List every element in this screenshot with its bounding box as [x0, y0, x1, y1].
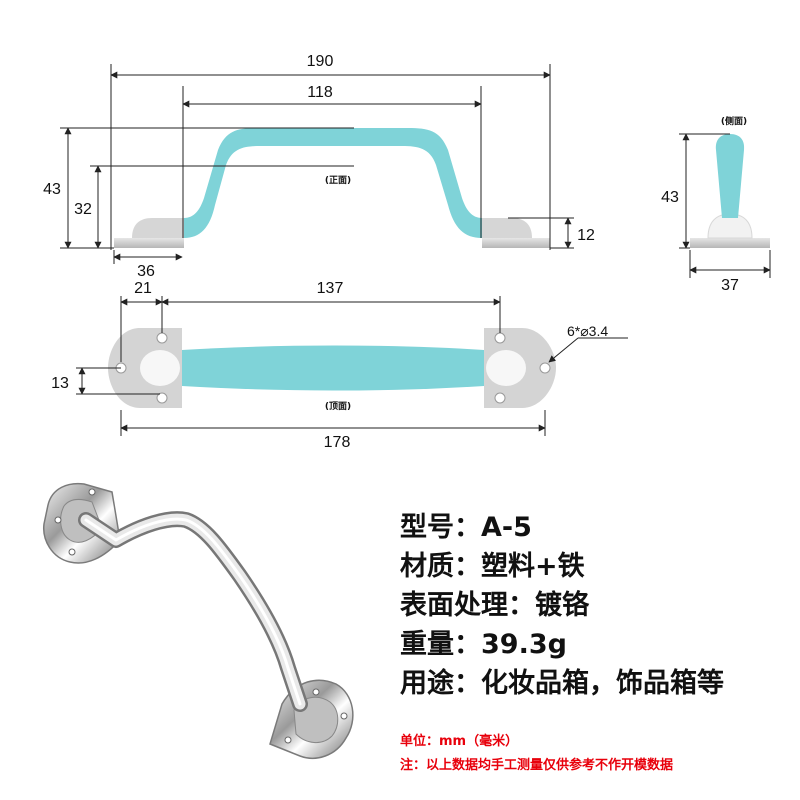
- dim-front-foot-width: 36: [137, 263, 155, 280]
- side-grip: [715, 134, 745, 218]
- side-view-label: (侧面): [721, 115, 747, 127]
- dim-side-width: 37: [721, 277, 739, 294]
- dim-top-overall-width: 178: [324, 434, 351, 451]
- dim-top-hole-spacing: 137: [317, 280, 344, 297]
- product-photo: [43, 482, 354, 759]
- dim-top-hole-offset: 21: [134, 280, 152, 297]
- spec-surface: 表面处理：镀铬: [400, 590, 589, 621]
- top-hole-left-bottom: [156, 392, 168, 404]
- spec-usage: 用途：化妆品箱，饰品箱等: [400, 668, 724, 699]
- note-disclaimer: 注：以上数据均手工测量仅供参考不作开模数据: [400, 758, 674, 773]
- spec-model: 型号：A-5: [400, 512, 532, 543]
- front-right-foot: [482, 218, 532, 238]
- top-left-dome: [140, 350, 180, 386]
- front-left-base-plate: [114, 238, 184, 248]
- dim-front-foot-height: 12: [577, 227, 595, 244]
- front-view-label: (正面): [325, 175, 351, 186]
- spec-material: 材质：塑料+铁: [400, 551, 585, 582]
- dim-front-overall-width: 190: [307, 53, 334, 70]
- note-unit: 单位：mm（毫米）: [400, 734, 519, 749]
- top-grip: [182, 345, 484, 391]
- top-hole-right-top: [494, 332, 506, 344]
- top-hole-right-bottom: [494, 392, 506, 404]
- spec-weight: 重量：39.3g: [400, 629, 567, 660]
- front-right-base-plate: [482, 238, 550, 248]
- dim-top-width-small: 13: [51, 375, 69, 392]
- dim-front-grip-width: 118: [307, 84, 333, 101]
- side-base-plate: [690, 238, 770, 248]
- dim-front-grip-height: 32: [74, 201, 92, 218]
- dim-top-hole-spec: 6*⌀3.4: [567, 323, 608, 339]
- top-view-label: (顶面): [325, 401, 351, 412]
- top-hole-right-end: [539, 362, 551, 374]
- notes: 单位：mm（毫米） 注：以上数据均手工测量仅供参考不作开模数据: [400, 730, 795, 778]
- front-left-foot: [132, 218, 184, 238]
- dim-side-height: 43: [661, 189, 679, 206]
- dim-front-height: 43: [43, 181, 61, 198]
- spec-list: 型号：A-5 材质：塑料+铁 表面处理：镀铬 重量：39.3g 用途：化妆品箱，…: [400, 508, 795, 703]
- top-hole-left-top: [156, 332, 168, 344]
- front-view: 190 118 43 32 (正面) 36 12: [43, 53, 595, 280]
- top-view: 21 137 6*⌀3.4 13 (顶面) 178: [51, 280, 628, 451]
- side-view: (侧面) 43 37: [661, 115, 771, 294]
- top-right-dome: [486, 350, 526, 386]
